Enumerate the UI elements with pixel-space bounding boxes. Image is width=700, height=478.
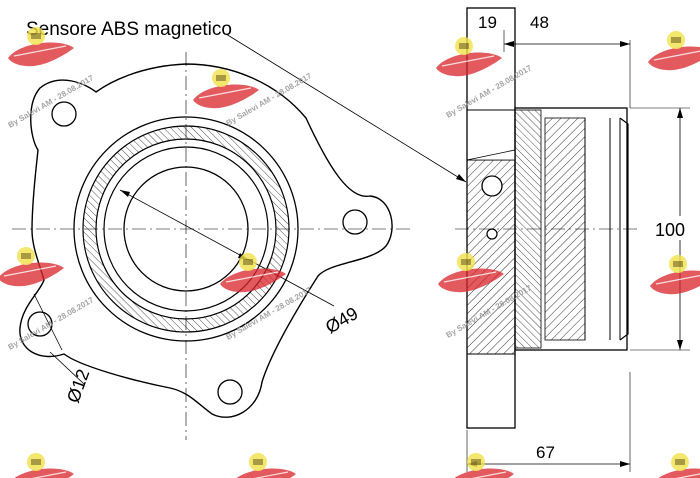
abs-sensor-title: Sensore ABS magnetico (26, 19, 232, 40)
watermark-logo (649, 254, 700, 295)
abs-sensor-leader-arrow (456, 174, 466, 182)
watermark-logo (651, 452, 700, 478)
diameter-12-leader-bottom (49, 351, 85, 385)
dimension-48-label: 48 (530, 13, 549, 32)
watermark-logo (435, 36, 503, 77)
dimension-right: 100 (630, 107, 694, 351)
watermark-logo (447, 452, 515, 478)
watermark-logo (229, 452, 297, 478)
watermark-text: By Salevi AM - 28.08.2017 (7, 295, 96, 352)
bore (123, 166, 249, 292)
bolt-hole-bottom-left (27, 311, 53, 337)
inner-ring (103, 146, 269, 312)
side-view (455, 7, 640, 429)
dimension-100-label: 100 (655, 220, 685, 240)
abs-sensor-leader (225, 33, 467, 183)
diameter-49-label: Ø49 (322, 303, 361, 337)
bolt-hole-right (342, 209, 368, 235)
dimension-19-label: 19 (478, 13, 497, 32)
abs-ring-inner (95, 138, 277, 320)
diameter-12-leader-top (33, 293, 63, 351)
bolt-hole-bottom (217, 379, 243, 405)
watermark-logo (0, 246, 65, 287)
diameter-12-label: Ø12 (63, 367, 93, 406)
diameter-49-leader (119, 189, 335, 307)
outer-ring (73, 116, 299, 342)
watermark-logo (7, 452, 75, 478)
watermark-logo (647, 30, 700, 71)
diameter-49-arrow-left (120, 190, 130, 197)
sensor-hole-large (481, 175, 503, 197)
dimension-67-label: 67 (536, 443, 555, 462)
side-sensor-bevel (466, 149, 516, 161)
watermark-logo (192, 68, 260, 109)
dimension-bottom: 67 (466, 372, 631, 472)
sensor-hole-small (486, 228, 498, 240)
watermark-layer: By Salevi AM - 28.08.2017 By Salevi AM -… (0, 26, 700, 478)
dimension-top: 19 48 (466, 8, 631, 108)
bolt-hole-top-left (51, 101, 77, 127)
